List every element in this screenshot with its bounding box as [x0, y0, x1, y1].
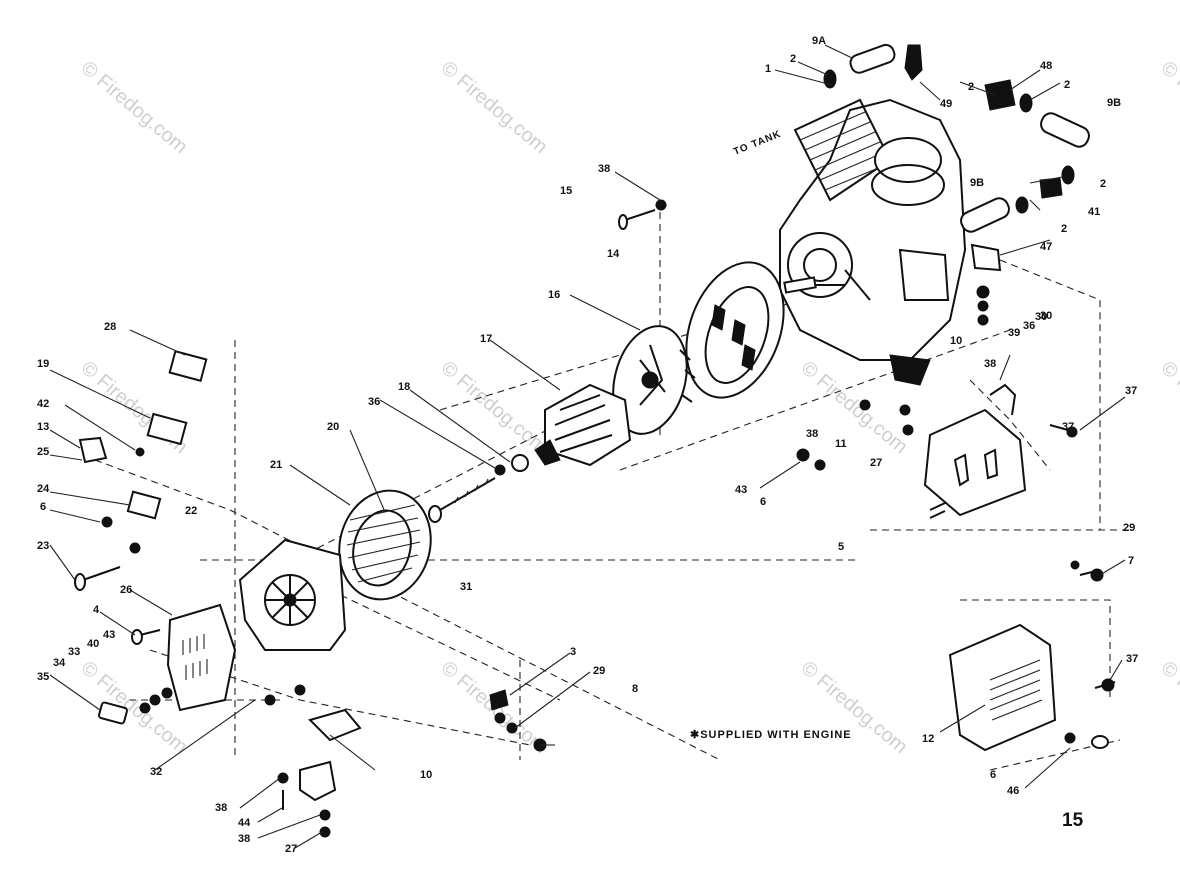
- callout-label: 20: [327, 421, 339, 433]
- callout-label: 6: [990, 769, 996, 781]
- callout-label: 36: [368, 396, 380, 408]
- stator: [338, 489, 432, 601]
- callout-label: 31: [460, 581, 472, 593]
- watermark: © Firedog.com: [77, 57, 192, 158]
- to-tank-label: TO TANK: [732, 129, 783, 158]
- callout-label: 30: [1035, 311, 1047, 323]
- callout-label: 5: [838, 541, 844, 553]
- watermark: © Firedog.com: [1157, 657, 1180, 758]
- callout-label: 27: [870, 457, 882, 469]
- callout-label: 46: [1007, 785, 1019, 797]
- callout-label: 18: [398, 381, 410, 393]
- callout-label: 1: [765, 63, 771, 75]
- callout-label: 27: [285, 843, 297, 855]
- callout-label: 38: [984, 358, 996, 370]
- callout-label: 9A: [812, 35, 826, 47]
- callout-label: 29: [1123, 522, 1135, 534]
- through-bolt: [428, 477, 496, 523]
- callout-label: 11: [835, 438, 847, 450]
- air-cleaner: [874, 137, 942, 183]
- watermark: © Firedog.com: [1157, 357, 1180, 458]
- callout-label: 6: [40, 501, 46, 513]
- callout-label: 26: [120, 584, 132, 596]
- watermark: © Firedog.com: [797, 657, 912, 758]
- callout-label: 14: [607, 248, 620, 260]
- rotor: [494, 383, 632, 476]
- callout-label: 34: [53, 657, 66, 669]
- callout-label: 28: [104, 321, 116, 333]
- callout-label: 2: [1064, 79, 1070, 91]
- callout-label: 38: [215, 802, 227, 814]
- callout-label: 33: [68, 646, 80, 658]
- callout-label: 4: [93, 604, 100, 616]
- figure-number: 15: [1062, 810, 1084, 831]
- callout-label: 21: [270, 459, 282, 471]
- mounts: [264, 684, 547, 838]
- callout-label: 49: [940, 98, 952, 110]
- fuel-line-assembly: [823, 43, 1090, 326]
- callout-label: 2: [1100, 178, 1106, 190]
- fan: [612, 325, 696, 435]
- callout-label: 25: [37, 446, 49, 458]
- callout-labels: 1 2 9A 2 49 48 2 9B 9B 2 2 41 47 38 15 1…: [37, 35, 1138, 855]
- callout-label: 36: [1023, 320, 1035, 332]
- callout-label: 3: [570, 646, 576, 658]
- watermark: © Firedog.com: [1157, 57, 1180, 158]
- callout-label: 2: [968, 81, 974, 93]
- blower-housing: [685, 261, 785, 399]
- callout-label: 38: [598, 163, 610, 175]
- callout-label: 22: [185, 505, 197, 517]
- control-panel: [98, 603, 237, 725]
- callout-label: 23: [37, 540, 49, 552]
- callout-label: 35: [37, 671, 49, 683]
- callout-label: 42: [37, 398, 49, 410]
- callout-label: 2: [790, 53, 796, 65]
- misc-fasteners: [618, 199, 914, 471]
- callout-label: 8: [632, 683, 638, 695]
- muffler-guard: [948, 560, 1116, 752]
- muffler: [923, 383, 1078, 519]
- callout-label: 2: [1061, 223, 1067, 235]
- callout-label: 7: [1128, 555, 1134, 567]
- callout-label: 32: [150, 766, 162, 778]
- supplied-with-engine-note: ✱SUPPLIED WITH ENGINE: [690, 729, 852, 741]
- callout-label: 10: [420, 769, 432, 781]
- small-parts-left: [74, 350, 208, 645]
- callout-label: 30: [1040, 310, 1052, 322]
- callout-label: 16: [548, 289, 560, 301]
- callout-label: 43: [735, 484, 747, 496]
- end-bell: [238, 538, 347, 651]
- callout-label: 48: [1040, 60, 1052, 72]
- callout-label: 17: [480, 333, 492, 345]
- watermark: © Firedog.com: [437, 57, 552, 158]
- callout-label: 9B: [1107, 97, 1121, 109]
- engine: [779, 98, 967, 386]
- callout-label: 37: [1062, 421, 1074, 433]
- callout-label: 43: [103, 629, 115, 641]
- callout-label: 15: [560, 185, 572, 197]
- callout-label: 38: [806, 428, 818, 440]
- callout-label: 37: [1125, 385, 1137, 397]
- callout-label: 12: [922, 733, 934, 745]
- callout-label: 41: [1088, 206, 1100, 218]
- callout-label: 39: [1008, 327, 1020, 339]
- callout-label: 6: [760, 496, 766, 508]
- callout-label: 19: [37, 358, 49, 370]
- callout-label: 9B: [970, 177, 984, 189]
- callout-label: 24: [37, 483, 50, 495]
- callout-label: 47: [1040, 241, 1052, 253]
- callout-label: 44: [238, 817, 251, 829]
- leader-lines: [49, 44, 1126, 849]
- callout-label: 10: [950, 335, 962, 347]
- callout-label: 37: [1126, 653, 1138, 665]
- callout-label: 29: [593, 665, 605, 677]
- callout-label: 13: [37, 421, 49, 433]
- callout-label: 40: [87, 638, 99, 650]
- callout-label: 38: [238, 833, 250, 845]
